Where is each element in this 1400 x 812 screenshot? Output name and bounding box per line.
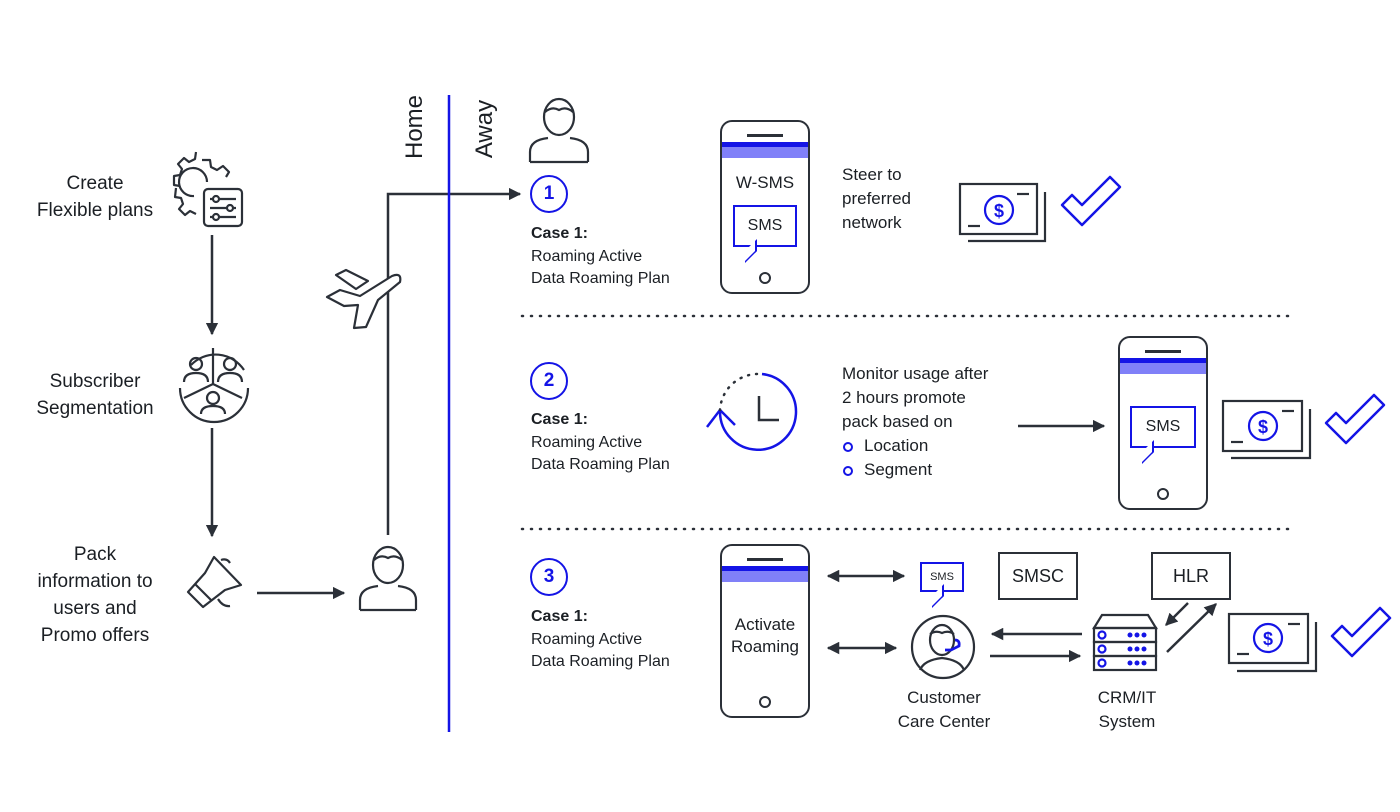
criteria-item: Segment [842,458,988,482]
label-line: Care Center [897,712,991,731]
label-line: Pack [73,544,117,565]
action-line: Monitor usage after [842,364,989,383]
label-line: Subscriber [49,371,141,392]
case-1-number: 1 [530,175,568,213]
case-3-phone: Activate Roaming [720,544,810,718]
phone-home-button [759,272,771,284]
case-line: Roaming Active [531,247,643,265]
phone-text-line: Roaming [730,637,800,656]
home-label: Home [401,94,428,159]
case-2-action: Monitor usage after 2 hours promote pack… [842,362,988,482]
phone-status-bar-light [722,147,808,158]
customer-care-icon [910,614,976,680]
check-icon-2 [1324,393,1386,445]
check-icon-3 [1330,606,1392,658]
label-line: Flexible plans [36,200,154,221]
phone-speaker [747,558,783,561]
away-label: Away [471,99,498,159]
label-line: CRM/IT [1097,688,1157,707]
case-2-number: 2 [530,362,568,400]
svg-text:$: $ [994,201,1004,221]
phone-speaker [747,134,783,137]
label-line: System [1098,712,1156,731]
airplane-icon [325,268,402,330]
sms-bubble-small: SMS [920,562,964,592]
care-center-label: Customer Care Center [880,686,1008,734]
crm-label: CRM/IT System [1077,686,1177,734]
clock-refresh-icon [706,372,798,452]
case-line: Data Roaming Plan [531,456,670,473]
action-line: Steer to [842,165,902,184]
megaphone-icon [186,555,243,609]
case-2-phone: SMS [1118,336,1208,510]
svg-text:$: $ [1258,417,1268,437]
travel-path [386,187,522,535]
smsc-box: SMSC [998,552,1078,600]
phone-status-bar-light [722,571,808,582]
case-1-phone: W-SMS SMS [720,120,810,294]
label-line: users and [53,598,137,619]
phone-status-bar [1120,358,1206,363]
label-line: Promo offers [40,625,150,646]
action-line: 2 hours promote [842,388,966,407]
svg-text:$: $ [1263,629,1273,649]
action-line: preferred [842,189,911,208]
action-line: pack based on [842,412,953,431]
label-line: Create [66,173,124,194]
case-3-number: 3 [530,558,568,596]
phone-header-text: W-SMS [735,173,795,192]
money-icon-2: $ [1221,399,1312,460]
arrow-crm-to-hlr [1166,603,1217,653]
criteria-item: Location [842,434,988,458]
check-icon-1 [1060,175,1122,227]
case-line: Roaming Active [531,433,643,451]
case-1-action: Steer to preferred network [842,163,911,235]
phone-text: Activate Roaming [722,614,808,658]
label-line: Customer [907,688,981,707]
sms-bubble: SMS [1130,406,1196,448]
case-line: Data Roaming Plan [531,270,670,287]
gear-sliders-icon [172,151,244,228]
phone-status-bar [722,142,808,147]
criteria-list: Location Segment [842,434,988,482]
label-line: information to [37,571,153,592]
sms-bubble: SMS [733,205,797,247]
user-icon-home [358,545,418,612]
arrow-hlr-to-crm [1165,602,1189,626]
case-3-description: Case 1: Roaming Active Data Roaming Plan [531,606,670,674]
case-2-description: Case 1: Roaming Active Data Roaming Plan [531,409,670,477]
step-create-plans-label: Create Flexible plans [20,170,170,224]
case-title: Case 1: [531,411,588,428]
hlr-box: HLR [1151,552,1231,600]
step-segmentation-label: Subscriber Segmentation [20,368,170,422]
case-1-description: Case 1: Roaming Active Data Roaming Plan [531,223,670,291]
phone-home-button [1157,488,1169,500]
case-line: Roaming Active [531,630,643,648]
money-icon-3: $ [1227,612,1318,673]
phone-status-bar [722,566,808,571]
action-line: network [842,213,902,232]
step-promo-label: Pack information to users and Promo offe… [15,541,175,649]
case-title: Case 1: [531,225,588,242]
money-icon-1: $ [958,182,1047,243]
phone-text-line: Activate [734,615,796,634]
phone-home-button [759,696,771,708]
phone-speaker [1145,350,1181,353]
case-line: Data Roaming Plan [531,653,670,670]
case-title: Case 1: [531,608,588,625]
segmentation-icon [178,348,250,424]
phone-status-bar-light [1120,363,1206,374]
user-icon-away [528,97,590,164]
label-line: Segmentation [36,398,154,419]
server-icon [1092,613,1158,672]
